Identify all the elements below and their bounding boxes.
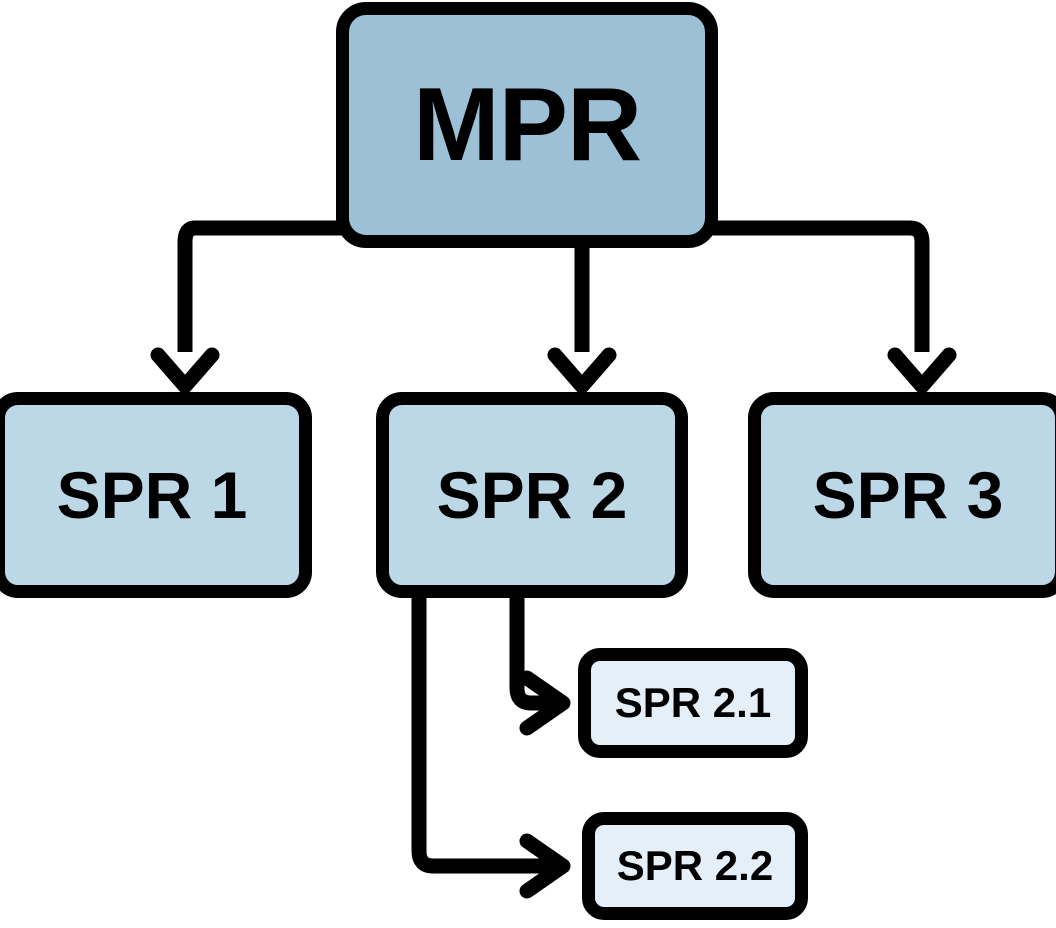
arrowhead-down-spr2	[547, 347, 617, 394]
node-spr22[interactable]: SPR 2.2	[582, 812, 808, 920]
node-spr1[interactable]: SPR 1	[0, 392, 312, 598]
node-spr3-label: SPR 3	[812, 458, 1004, 532]
arrowhead-down-spr1	[150, 347, 220, 394]
edge-mpr-to-spr3	[711, 220, 930, 352]
node-mpr-label: MPR	[412, 67, 642, 183]
edge-spr2-to-spr21	[509, 598, 552, 711]
node-spr21-label: SPR 2.1	[614, 679, 772, 726]
node-spr2[interactable]: SPR 2	[376, 392, 688, 598]
node-spr21[interactable]: SPR 2.1	[578, 648, 808, 758]
arrowhead-right-spr21	[519, 670, 571, 736]
edge-mpr-to-spr1	[177, 220, 345, 352]
node-spr2-label: SPR 2	[436, 458, 628, 532]
node-spr1-label: SPR 1	[56, 458, 248, 532]
arrowhead-right-spr22	[519, 833, 571, 899]
node-mpr[interactable]: MPR	[336, 2, 718, 248]
edge-spr2-to-spr22	[411, 598, 552, 874]
arrowhead-down-spr3	[887, 347, 957, 394]
node-spr22-label: SPR 2.2	[616, 842, 774, 889]
node-spr3[interactable]: SPR 3	[748, 392, 1056, 598]
